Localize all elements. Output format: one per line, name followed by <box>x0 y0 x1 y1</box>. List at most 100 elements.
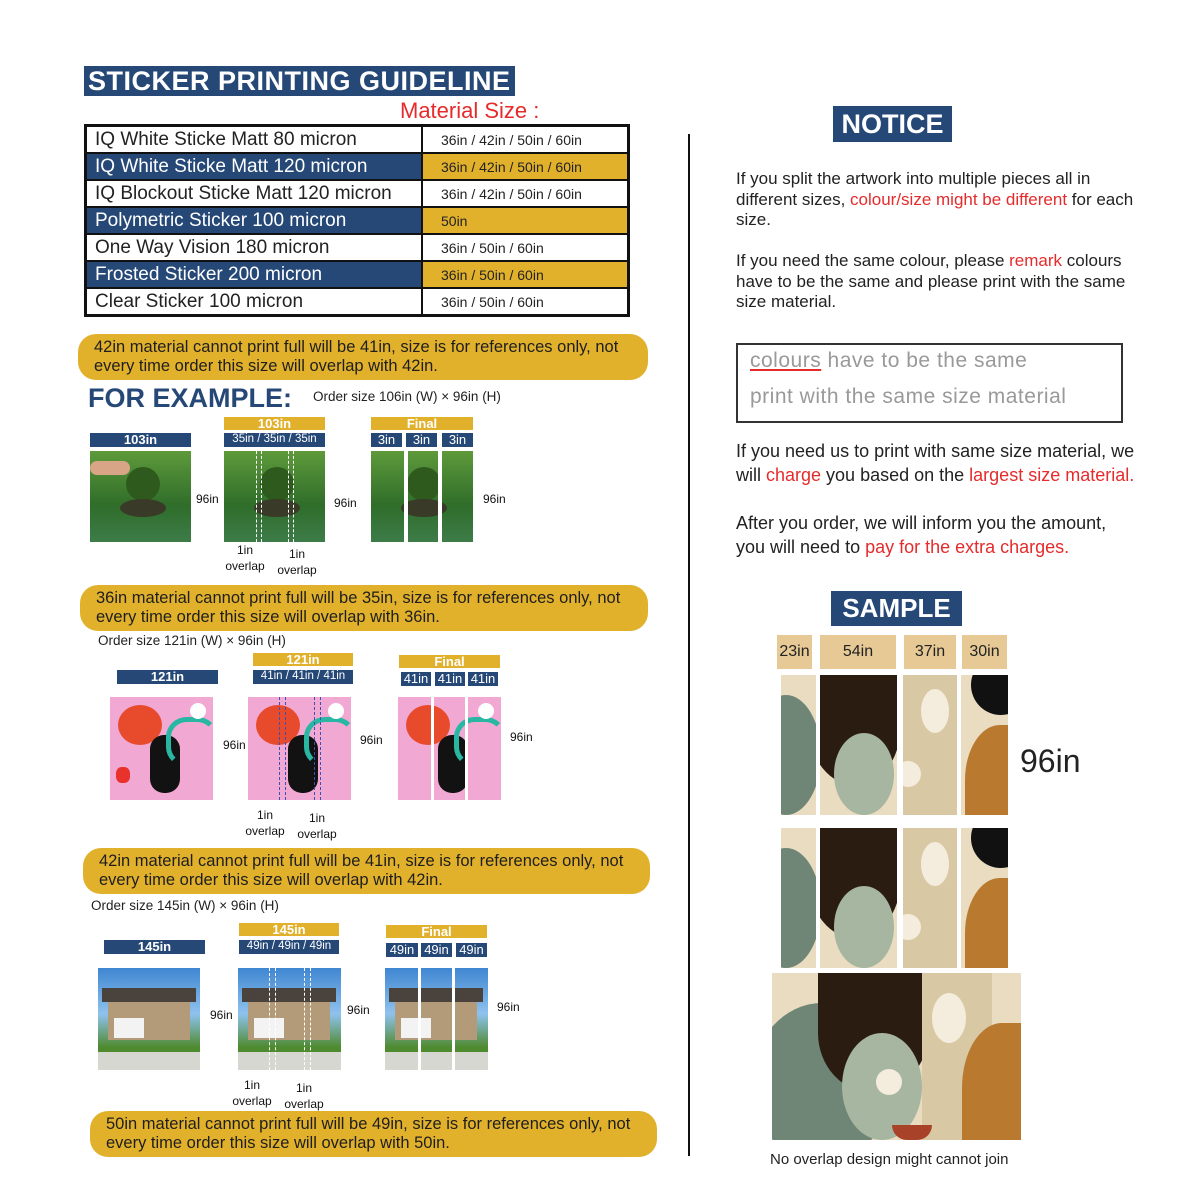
sample-strip <box>781 675 816 815</box>
notice-heading: NOTICE <box>833 106 952 142</box>
notice-paragraph-3: If you need us to print with same size m… <box>736 439 1136 487</box>
overlap-size: 1in <box>236 543 253 557</box>
full-width-label: 121in <box>253 653 353 667</box>
piece-label: 49in <box>421 943 452 957</box>
note-42in-second: 42in material cannot print full will be … <box>83 848 650 894</box>
material-sizes: 36in / 42in / 50in / 60in <box>421 152 630 181</box>
overlap-label: 1in overlap <box>281 1080 327 1112</box>
height-label: 96in <box>196 492 219 506</box>
tree-image <box>90 451 191 542</box>
rose-illustration-final <box>398 697 501 800</box>
material-sizes: 36in / 50in / 60in <box>421 260 630 289</box>
material-name: Polymetric Sticker 100 micron <box>84 206 423 235</box>
overlap-word: overlap <box>277 563 317 577</box>
notice-text: If you split the artwork into multiple p… <box>736 169 1091 209</box>
tree-image-final <box>371 451 473 542</box>
overlap-size: 1in <box>288 547 305 561</box>
full-width-label: 145in <box>104 940 205 954</box>
house-photo-split <box>238 968 341 1070</box>
height-label: 96in <box>223 738 246 752</box>
column-divider <box>688 134 690 1156</box>
notice-text: you based on the <box>821 465 970 485</box>
height-label: 96in <box>347 1003 370 1017</box>
notice-highlight: colour/size might be different <box>850 189 1068 209</box>
notice-text: for each size. <box>736 189 1134 230</box>
house-photo <box>98 968 200 1070</box>
tree-image-split <box>224 451 325 542</box>
remark-line-2: print with the same size material <box>750 385 1067 408</box>
overlap-label: 1in overlap <box>274 546 320 578</box>
sample-strip <box>820 828 897 968</box>
notice-text: If you need the same colour, please <box>736 251 1010 270</box>
for-example-heading: FOR EXAMPLE: <box>88 383 293 413</box>
overlap-word: overlap <box>297 827 337 841</box>
piece-label: 41in <box>468 672 498 686</box>
overlap-size: 1in <box>308 811 325 825</box>
material-sizes: 36in / 50in / 60in <box>421 233 630 262</box>
piece-label: 41in <box>401 672 431 686</box>
overlap-word: overlap <box>225 559 265 573</box>
sample-size-label: 23in <box>777 635 812 669</box>
overlap-size: 1in <box>256 808 273 822</box>
final-label: Final <box>399 655 500 669</box>
split-sizes-label: 49in / 49in / 49in <box>239 940 339 954</box>
material-name: Frosted Sticker 200 micron <box>84 260 423 289</box>
sample-caption: No overlap design might cannot join <box>770 1151 1009 1168</box>
material-size-heading: Material Size : <box>400 98 540 123</box>
overlap-word: overlap <box>284 1097 324 1111</box>
sample-strip <box>961 675 1008 815</box>
sample-height-label: 96in <box>1020 743 1081 779</box>
material-sizes: 36in / 42in / 50in / 60in <box>421 124 630 154</box>
sample-strip <box>903 828 957 968</box>
remark-line-1: colours have to be the same <box>750 349 1027 373</box>
remark-text: have to be the same <box>821 349 1028 372</box>
notice-text: If you need us to print with same size m… <box>736 441 1135 485</box>
final-label: Final <box>386 925 487 939</box>
note-50in: 50in material cannot print full will be … <box>90 1111 657 1157</box>
material-sizes: 36in / 50in / 60in <box>421 287 630 317</box>
material-name: IQ White Sticke Matt 120 micron <box>84 152 423 181</box>
piece-label: 3in <box>371 433 402 447</box>
material-name: IQ White Sticke Matt 80 micron <box>84 124 423 154</box>
overlap-label: 1in overlap <box>222 542 268 574</box>
height-label: 96in <box>510 730 533 744</box>
house-photo-final <box>385 968 488 1070</box>
notice-highlight: pay for the extra charges. <box>865 537 1070 557</box>
height-label: 96in <box>334 496 357 510</box>
full-width-label: 121in <box>117 670 218 684</box>
sample-size-label: 30in <box>962 635 1007 669</box>
order-size-example-3: Order size 145in (W) × 96in (H) <box>91 898 279 913</box>
sample-size-label: 54in <box>820 635 896 669</box>
notice-highlight: remark <box>1009 251 1063 270</box>
order-size-example-2: Order size 121in (W) × 96in (H) <box>98 633 286 648</box>
overlap-size: 1in <box>295 1081 312 1095</box>
piece-label: 41in <box>435 672 465 686</box>
notice-paragraph-2: If you need the same colour, please rema… <box>736 251 1136 313</box>
notice-highlight: largest size material. <box>969 465 1135 485</box>
note-36in: 36in material cannot print full will be … <box>80 585 648 631</box>
notice-text: After you order, we will inform you the … <box>736 513 1107 557</box>
sample-strip <box>903 675 957 815</box>
overlap-word: overlap <box>232 1094 272 1108</box>
full-width-label: 103in <box>90 433 191 447</box>
full-width-label: 145in <box>239 923 339 937</box>
sample-strip <box>781 828 816 968</box>
sample-size-label: 37in <box>904 635 956 669</box>
notice-paragraph-1: If you split the artwork into multiple p… <box>736 169 1136 231</box>
rose-illustration <box>110 697 213 800</box>
height-label: 96in <box>497 1000 520 1014</box>
page-title: STICKER PRINTING GUIDELINE <box>84 66 515 96</box>
notice-text: colours have to be the same and please p… <box>736 251 1126 311</box>
final-label: Final <box>371 417 473 431</box>
material-sizes: 36in / 42in / 50in / 60in <box>421 179 630 208</box>
